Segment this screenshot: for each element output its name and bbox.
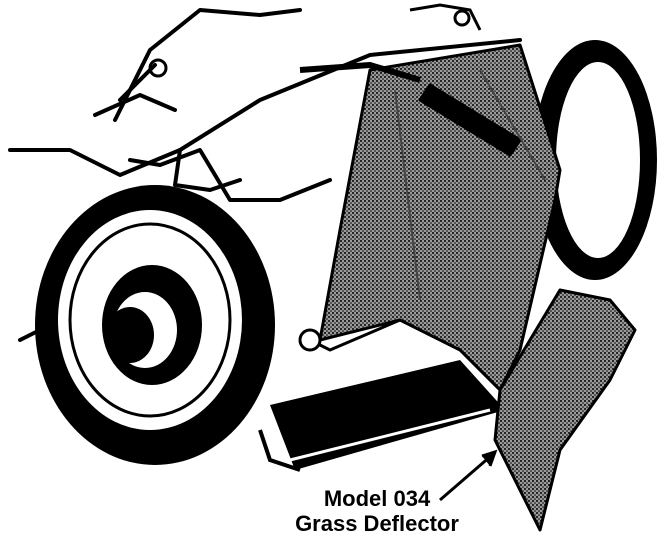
caption-product: Grass Deflector (295, 511, 459, 536)
rear-roller (258, 360, 505, 472)
left-wheel (35, 185, 275, 465)
right-wheel (533, 40, 657, 280)
handle-bracket (148, 3, 482, 78)
caption-leader (439, 449, 498, 502)
mower-deck (8, 8, 522, 342)
figure-caption: Model 034 Grass Deflector (262, 486, 492, 536)
caption-model: Model 034 (323, 486, 431, 511)
grass-deflector (298, 43, 637, 532)
